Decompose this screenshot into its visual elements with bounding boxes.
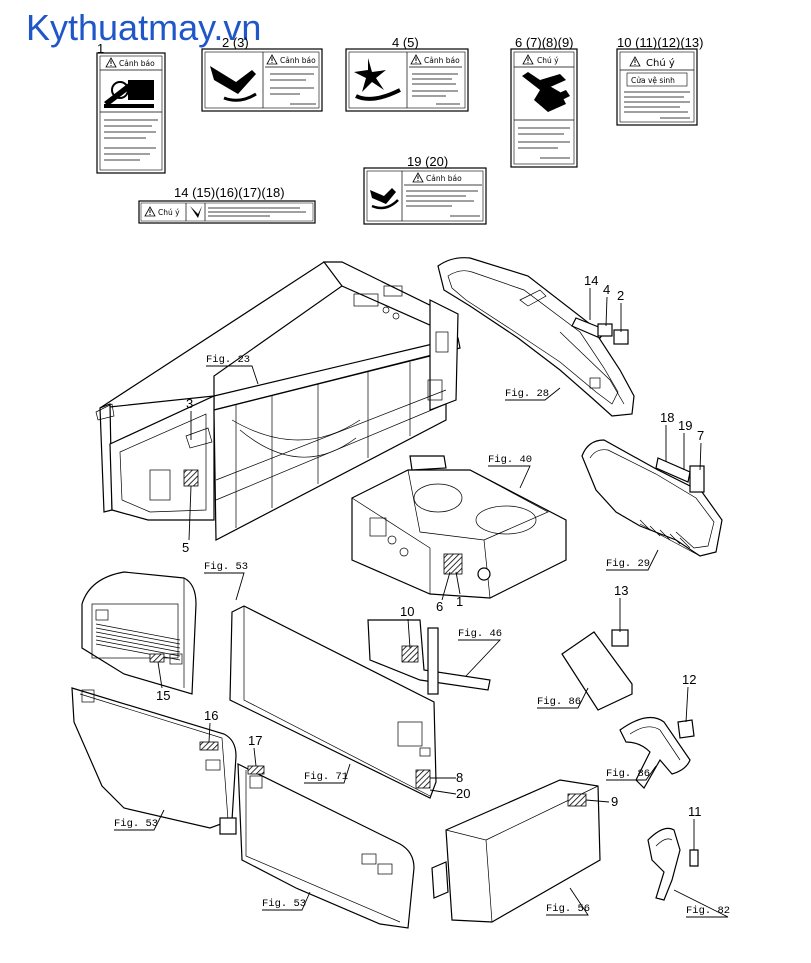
caution-label-14: 14 (15)(16)(17)(18) Chú ý xyxy=(138,185,316,224)
callout-5: 5 xyxy=(182,540,189,555)
callout-8: 8 xyxy=(456,770,463,785)
side-cover-lower xyxy=(237,763,415,929)
label-number-4: 4 (5) xyxy=(392,35,419,50)
fig-label-28: Fig. 28 xyxy=(505,388,549,400)
panel-label-marker-8 xyxy=(415,769,431,789)
small-bracket xyxy=(647,827,699,901)
hand-icon xyxy=(190,206,202,218)
cover-label-marker-15 xyxy=(149,653,165,663)
flat-plate xyxy=(561,629,633,711)
rear-cover xyxy=(431,779,601,923)
callout-9: 9 xyxy=(611,794,618,809)
callout-10: 10 xyxy=(400,604,414,619)
warning-label-1: 1 Cảnh báo xyxy=(96,41,166,174)
main-frame-assembly xyxy=(95,261,461,541)
callout-7: 7 xyxy=(697,428,704,443)
callout-14: 14 xyxy=(584,273,598,288)
lower-duct-cover xyxy=(581,439,723,557)
label-number-19: 19 (20) xyxy=(407,154,448,169)
cover-label-marker-17 xyxy=(247,765,265,775)
callout-16: 16 xyxy=(204,708,218,723)
callout-15: 15 xyxy=(156,688,170,703)
callout-11: 11 xyxy=(688,804,702,819)
label-title-10: Chú ý xyxy=(646,57,675,69)
callout-13: 13 xyxy=(614,583,628,598)
label-number-10: 10 (11)(12)(13) xyxy=(617,35,703,50)
fig-label-53-left: Fig. 53 xyxy=(114,818,158,830)
label-number-6: 6 (7)(8)(9) xyxy=(515,35,574,50)
rear-label-marker-9 xyxy=(567,793,587,807)
part-callouts: 3 5 14 4 2 18 19 7 6 1 10 13 12 11 15 16… xyxy=(156,273,704,850)
warning-label-4: 4 (5) Cảnh báo xyxy=(345,35,469,112)
callout-6: 6 xyxy=(436,599,443,614)
fig-label-71: Fig. 71 xyxy=(304,771,348,783)
fig-label-46: Fig. 46 xyxy=(458,628,502,640)
fig-label-40: Fig. 40 xyxy=(488,454,532,466)
callout-2: 2 xyxy=(617,288,624,303)
bracket-label-marker-10 xyxy=(401,645,419,663)
fig-label-23: Fig. 23 xyxy=(206,354,250,366)
fig-label-53-top: Fig. 53 xyxy=(204,561,248,573)
brand-logo: Kythuatmay.vn xyxy=(26,7,261,48)
fig-label-29: Fig. 29 xyxy=(606,558,650,570)
frame-label-marker-5 xyxy=(183,469,199,487)
caution-label-10: 10 (11)(12)(13) Chú ý Cửa vệ sinh xyxy=(616,35,703,126)
warning-label-19: 19 (20) Cảnh báo xyxy=(363,154,487,225)
hand-in-blade-icon xyxy=(210,66,257,102)
fig-label-82: Fig. 82 xyxy=(686,905,730,917)
callout-4: 4 xyxy=(603,282,610,297)
fan-blade-icon xyxy=(354,58,401,101)
side-cover-left xyxy=(71,687,237,835)
label-title-4: Cảnh báo xyxy=(424,56,460,65)
label-title-6: Chú ý xyxy=(537,56,559,65)
bracket-plate xyxy=(367,619,491,695)
long-side-panel xyxy=(229,605,437,799)
hand-crush-icon xyxy=(522,72,570,112)
label-subtitle-10: Cửa vệ sinh xyxy=(631,76,675,85)
label-number-14: 14 (15)(16)(17)(18) xyxy=(174,185,285,200)
label-title-19: Cảnh báo xyxy=(426,174,462,183)
fig-label-86-a: Fig. 86 xyxy=(537,696,581,708)
center-label-marker-1 xyxy=(443,553,463,575)
caution-label-6: 6 (7)(8)(9) Chú ý xyxy=(510,35,578,168)
fig-label-56: Fig. 56 xyxy=(546,903,590,915)
upper-duct-cover xyxy=(437,257,635,417)
warning-label-2: 2 (3) Cảnh báo xyxy=(201,35,323,112)
rotating-machine-icon xyxy=(104,80,154,108)
label-title-2: Cảnh báo xyxy=(280,56,316,65)
callout-20: 20 xyxy=(456,786,470,801)
callout-1: 1 xyxy=(456,594,463,609)
figure-references: Fig. 23 Fig. 28 Fig. 29 Fig. 40 Fig. 46 … xyxy=(114,354,730,918)
center-body-assembly xyxy=(351,455,567,599)
hand-gear-icon xyxy=(370,188,399,210)
label-number-2: 2 (3) xyxy=(222,35,249,50)
callout-19: 19 xyxy=(678,418,692,433)
callout-17: 17 xyxy=(248,733,262,748)
fig-label-53-bottom: Fig. 53 xyxy=(262,898,306,910)
label-plates-top-right xyxy=(571,317,629,345)
cover-label-marker-16 xyxy=(199,741,219,751)
label-title-14: Chú ý xyxy=(158,208,180,217)
label-number-1: 1 xyxy=(97,41,104,56)
callout-3: 3 xyxy=(186,396,193,411)
side-cover-top xyxy=(81,571,197,695)
fig-label-86-b: Fig. 86 xyxy=(606,768,650,780)
callout-18: 18 xyxy=(660,410,674,425)
label-title-1: Cảnh báo xyxy=(119,59,155,68)
callout-12: 12 xyxy=(682,672,696,687)
bent-bracket xyxy=(619,716,695,789)
